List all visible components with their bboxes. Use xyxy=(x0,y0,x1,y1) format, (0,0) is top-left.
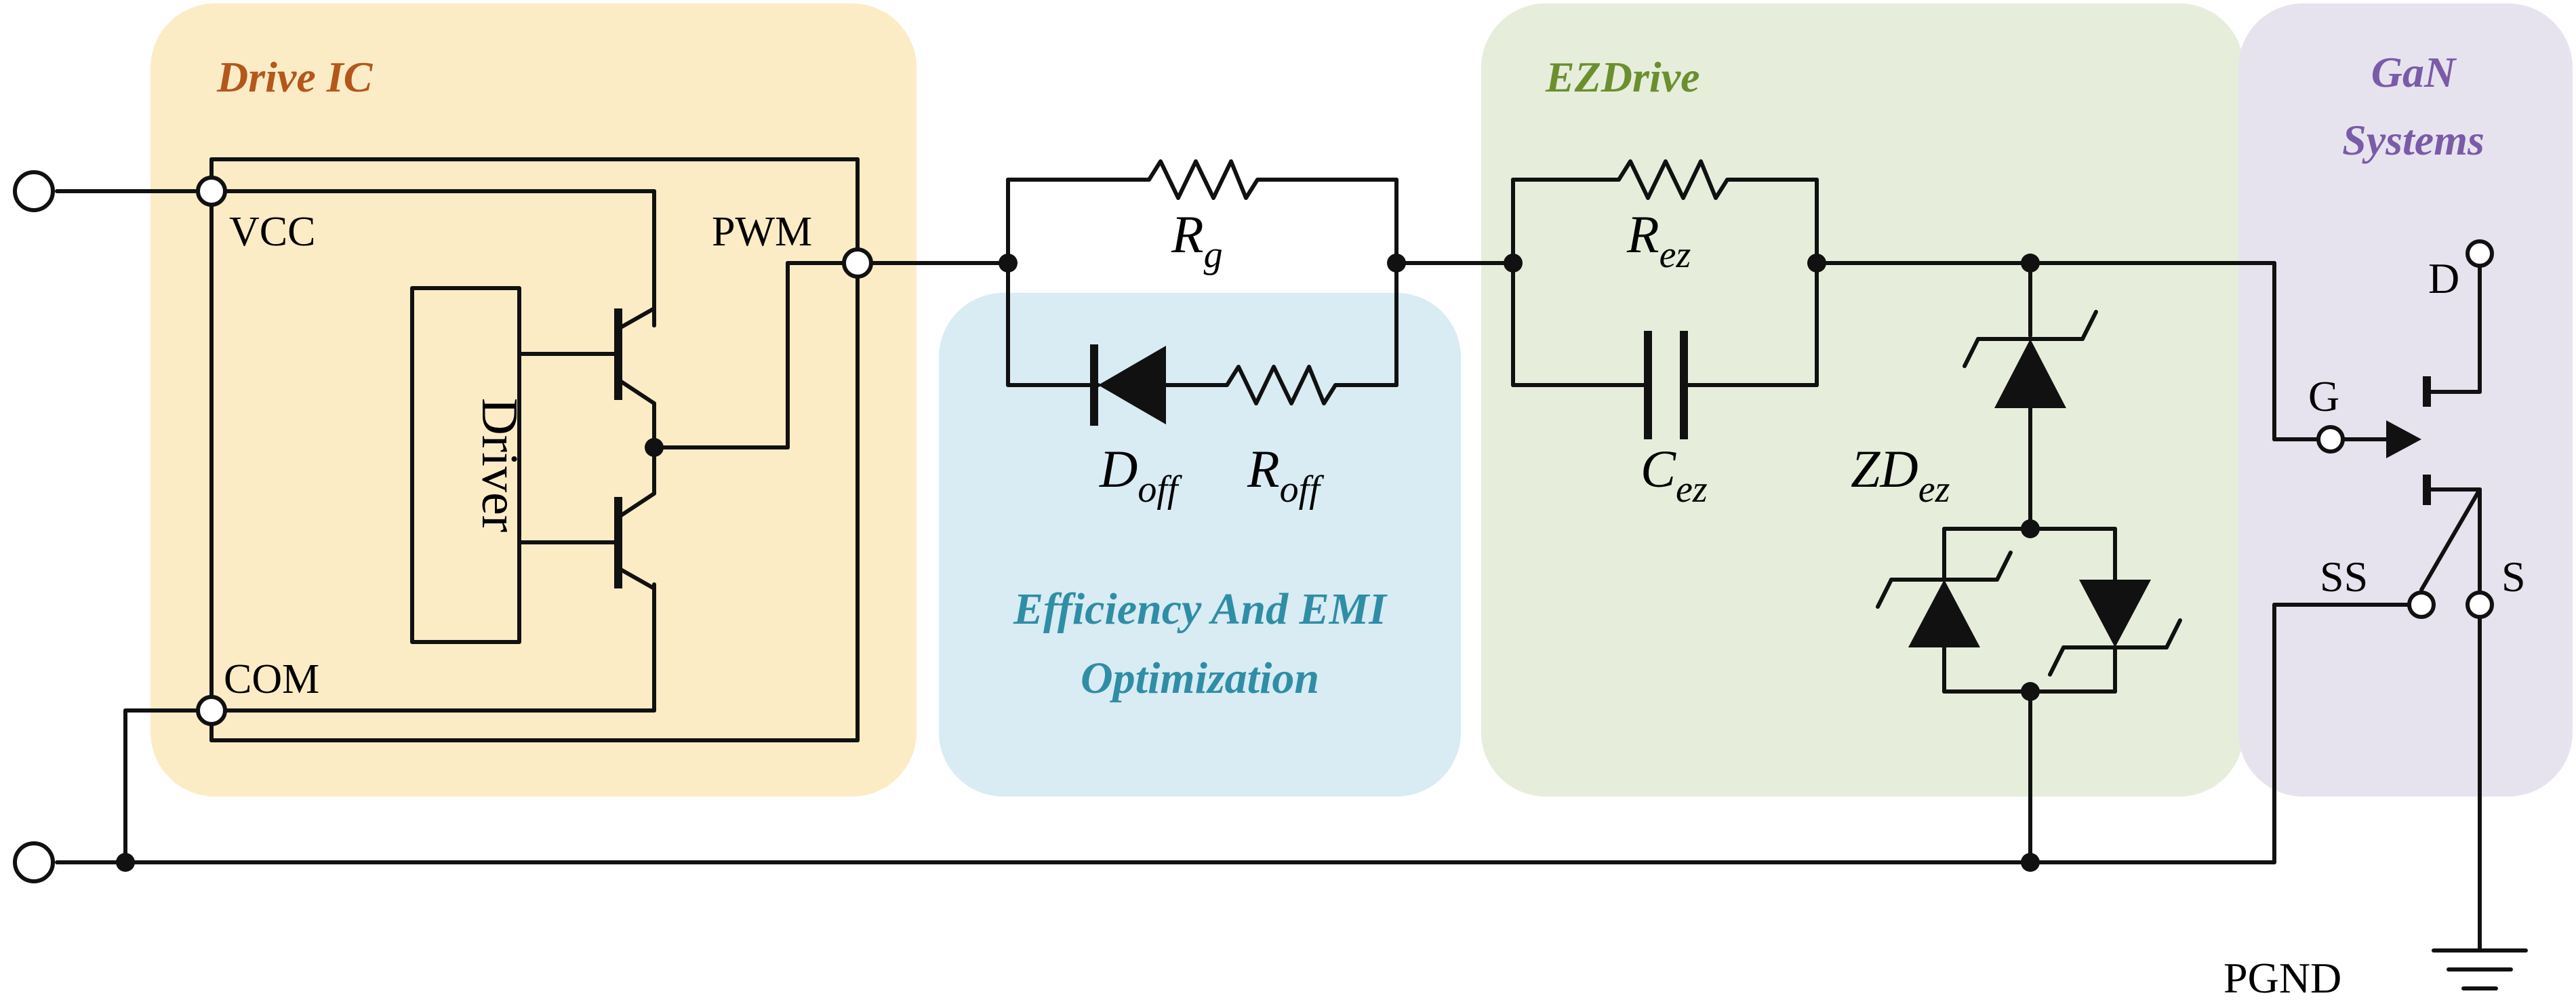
gate-terminal xyxy=(2316,425,2345,454)
roff-resistor xyxy=(1225,365,1337,405)
junction-dot xyxy=(2021,519,2040,538)
doff-diode xyxy=(1090,344,1166,426)
gan-transistor-wiring xyxy=(2272,261,2482,953)
gate-label: G xyxy=(2308,372,2339,420)
zener-diode xyxy=(1963,310,2098,408)
ezdrive-title: EZDrive xyxy=(1545,53,1700,101)
junction-dot xyxy=(1807,254,1826,273)
junction-dot xyxy=(2021,682,2040,701)
junction-dot xyxy=(116,853,135,872)
pwm-label: PWM xyxy=(712,209,812,255)
rg-label: Rg xyxy=(1171,205,1223,276)
vcc-pin xyxy=(196,176,227,207)
optimization-title-line1: Efficiency And EMI xyxy=(1013,584,1388,634)
ground-icon xyxy=(2432,948,2528,990)
totem-pole-transistors xyxy=(517,306,656,590)
junction-dot xyxy=(645,438,664,457)
junction-dot xyxy=(1504,254,1523,273)
com-pin xyxy=(196,695,227,726)
drive-ic-wiring xyxy=(209,157,910,742)
source-terminal xyxy=(2466,590,2494,619)
drain-label: D xyxy=(2428,254,2459,302)
pwm-pin xyxy=(842,247,873,279)
input-wiring xyxy=(55,189,2276,864)
junction-dot xyxy=(999,254,1018,273)
optimization-region xyxy=(939,293,1461,797)
junction-dot xyxy=(2021,853,2040,872)
pgnd-label: PGND xyxy=(2223,954,2341,1002)
doff-label: Doff xyxy=(1099,439,1183,510)
driver-block xyxy=(410,286,521,644)
zdez-label: ZDez xyxy=(1851,439,1950,510)
gate-arrow xyxy=(2386,420,2421,458)
roff-label: Roff xyxy=(1247,439,1325,510)
rez-label: Rez xyxy=(1626,205,1691,276)
gan-systems-title-line1: GaN xyxy=(2371,48,2457,96)
rez-resistor xyxy=(1617,159,1729,200)
source-sense-label: SS xyxy=(2320,553,2368,601)
drive-ic-region xyxy=(150,3,917,797)
vcc-label: VCC xyxy=(229,209,315,255)
driver-label: Driver xyxy=(471,398,528,532)
drain-terminal xyxy=(2466,239,2494,268)
input-terminal-bottom xyxy=(13,841,55,883)
optimization-title-line2: Optimization xyxy=(1081,654,1319,703)
zener-diode xyxy=(1876,550,2013,647)
source-label: S xyxy=(2501,553,2526,601)
cez-label: Cez xyxy=(1641,439,1708,510)
junction-dot xyxy=(2021,254,2040,273)
source-sense-terminal xyxy=(2407,590,2436,619)
optimization-wiring xyxy=(869,178,1521,387)
drive-ic-title: Drive IC xyxy=(216,53,374,101)
rg-resistor xyxy=(1147,159,1260,200)
junction-dot xyxy=(1387,254,1406,273)
ezdrive-region xyxy=(1481,3,2244,797)
com-label: COM xyxy=(224,656,319,702)
input-terminal-top xyxy=(13,170,55,212)
gan-systems-title-line2: Systems xyxy=(2342,116,2484,164)
cez-capacitor xyxy=(1644,331,1688,439)
zener-diode xyxy=(2048,580,2182,677)
